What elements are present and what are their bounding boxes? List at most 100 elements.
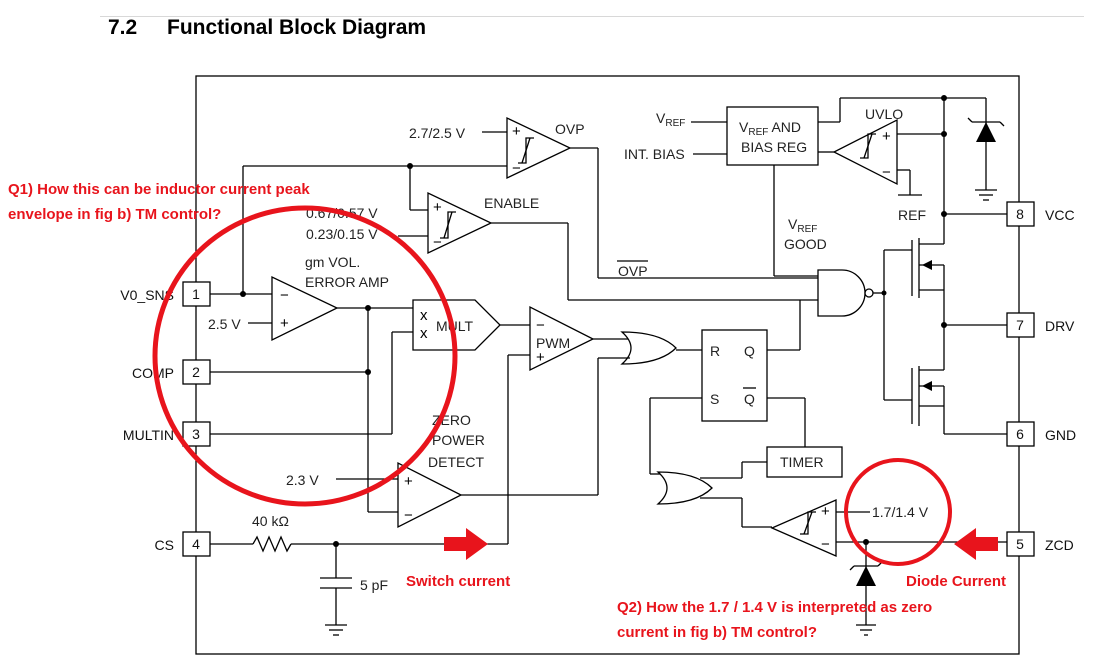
pin-8: 8 VCC (1006, 201, 1075, 227)
q1-highlight-circle (152, 205, 458, 507)
svg-text:S: S (710, 391, 719, 407)
and-gate-driver (817, 269, 887, 317)
svg-text:+: + (512, 123, 521, 140)
pin-8-name: VCC (1045, 207, 1075, 223)
ref-label: REF (898, 207, 926, 223)
svg-text:−: − (280, 287, 289, 304)
svg-text:−: − (821, 536, 830, 553)
switch-current-annotation: Switch current (406, 528, 510, 590)
capacitor-label: 5 pF (360, 577, 388, 593)
svg-text:+: + (433, 199, 442, 216)
svg-text:+: + (882, 128, 891, 145)
junction (365, 369, 371, 375)
ea-reference: 2.5 V (208, 316, 241, 332)
pin-2-name: COMP (132, 365, 174, 381)
svg-text:GOOD: GOOD (784, 236, 827, 252)
gm-amp-label-1: gm VOL. (305, 254, 360, 270)
mult-label: MULT (436, 318, 474, 334)
ovp-bar-label: OVP (618, 263, 648, 279)
svg-text:2: 2 (192, 364, 200, 380)
uvlo-comparator: + − UVLO REF (818, 106, 944, 223)
q1-annotation: Q1) How this can be inductor current pea… (8, 181, 458, 507)
svg-text:VREF: VREF (656, 110, 685, 129)
pwm-comparator: − + PWM (507, 305, 630, 544)
switch-current-arrow (444, 528, 488, 560)
output-driver (883, 214, 1007, 435)
pin-1-name: V0_SNS (120, 287, 174, 303)
or-gate-reset (597, 331, 702, 386)
gm-error-amp: − + gm VOL. ERROR AMP 2.5 V (208, 254, 413, 342)
svg-text:7: 7 (1016, 317, 1024, 333)
svg-text:x: x (420, 325, 428, 342)
vcc-rail (941, 95, 1007, 217)
q2-line-2: current in fig b) TM control? (617, 624, 817, 641)
svg-text:−: − (433, 234, 442, 251)
sr-latch: R Q S Q (649, 300, 806, 475)
pin-7-name: DRV (1045, 318, 1075, 334)
junction (407, 163, 413, 169)
pin-4: 4 CS (155, 531, 211, 557)
svg-text:−: − (882, 164, 891, 181)
zero-power-detect: + − 2.3 V ZERO POWER DETECT (286, 386, 599, 529)
svg-text:4: 4 (192, 536, 200, 552)
pin-6-name: GND (1045, 427, 1076, 443)
int-bias-label: INT. BIAS (624, 146, 685, 162)
zpd-reference: 2.3 V (286, 472, 319, 488)
resistor-label: 40 kΩ (252, 513, 289, 529)
svg-text:−: − (404, 507, 413, 524)
ovp-threshold: 2.7/2.5 V (409, 125, 466, 141)
svg-text:3: 3 (192, 426, 200, 442)
uvlo-label: UVLO (865, 106, 903, 122)
svg-text:+: + (536, 349, 545, 366)
zcd-comparator: + − 1.7/1.4 V (770, 499, 1007, 557)
section-title: Functional Block Diagram (167, 16, 427, 39)
pin-6: 6 GND (1006, 421, 1076, 447)
q1-line-2: envelope in fig b) TM control? (8, 206, 221, 223)
timer-label: TIMER (780, 454, 824, 470)
svg-text:1: 1 (192, 286, 200, 302)
pwm-label: PWM (536, 335, 570, 351)
svg-text:+: + (821, 503, 830, 520)
svg-text:+: + (404, 473, 413, 490)
svg-text:BIAS REG: BIAS REG (741, 139, 807, 155)
enable-label: ENABLE (484, 195, 539, 211)
zpd-label-2: POWER (432, 432, 485, 448)
pin-5-name: ZCD (1045, 537, 1074, 553)
enable-threshold-2: 0.23/0.15 V (306, 226, 378, 242)
multiplier: x x MULT (412, 299, 530, 351)
or-gate-set (656, 471, 772, 528)
pin-5: 5 ZCD (1006, 531, 1074, 557)
ovp-comparator: + − 2.7/2.5 V OVP (409, 116, 599, 278)
pin-7: 7 DRV (1006, 312, 1075, 338)
pin-4-name: CS (155, 537, 174, 553)
timer-block: TIMER (700, 446, 843, 479)
svg-text:Q: Q (744, 391, 755, 407)
gm-amp-label-2: ERROR AMP (305, 274, 389, 290)
q2-highlight-circle (844, 458, 952, 566)
svg-text:8: 8 (1016, 206, 1024, 222)
diode-current-label: Diode Current (906, 573, 1006, 590)
svg-text:R: R (710, 343, 720, 359)
section-number: 7.2 (108, 16, 138, 39)
svg-text:VREF AND: VREF AND (739, 119, 801, 138)
svg-text:x: x (420, 307, 428, 324)
pin-3-name: MULTIN (123, 427, 174, 443)
diode-current-arrow (954, 528, 998, 560)
svg-text:+: + (280, 315, 289, 332)
svg-text:VREF: VREF (788, 216, 817, 235)
q2-annotation: Q2) How the 1.7 / 1.4 V is interpreted a… (617, 599, 932, 641)
ovp-label: OVP (555, 121, 585, 137)
pin-3: 3 MULTIN (123, 421, 211, 447)
heading-rule (100, 16, 1084, 17)
section-heading: 7.2 Functional Block Diagram (0, 0, 1096, 40)
svg-text:−: − (512, 160, 521, 177)
switch-current-label: Switch current (406, 573, 510, 590)
svg-text:−: − (536, 317, 545, 334)
svg-text:5: 5 (1016, 536, 1024, 552)
cs-rc-filter: 40 kΩ 5 pF (210, 513, 508, 636)
svg-text:6: 6 (1016, 426, 1024, 442)
zcd-threshold: 1.7/1.4 V (872, 504, 929, 520)
zpd-label-3: DETECT (428, 454, 484, 470)
vref-bias-reg: VREF AND BIAS REG VREF INT. BIAS VREF GO… (624, 97, 944, 277)
